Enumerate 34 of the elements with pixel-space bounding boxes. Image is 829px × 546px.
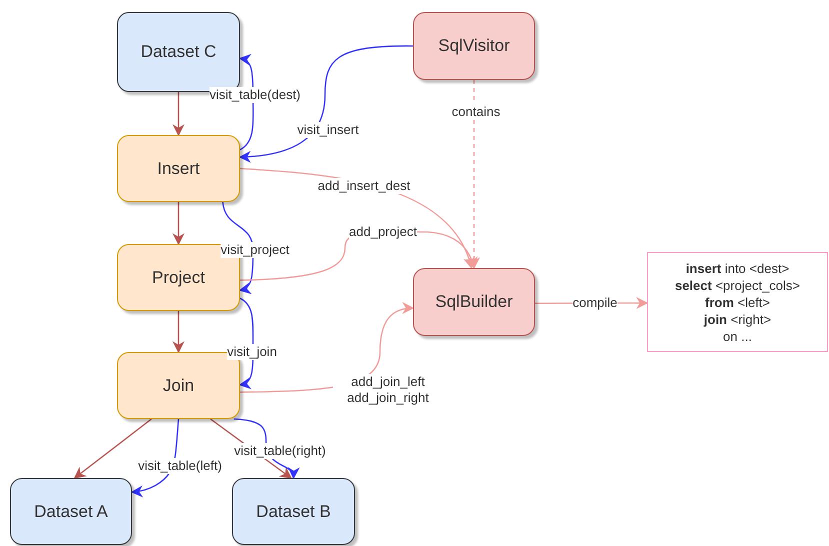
dataset-box bbox=[232, 478, 355, 545]
node-label: Dataset C bbox=[140, 41, 216, 64]
arrow bbox=[172, 92, 184, 136]
edge-label: add_project bbox=[349, 224, 417, 240]
edge-label: visit_insert bbox=[297, 122, 359, 138]
node-label: Join bbox=[162, 374, 194, 397]
arrow bbox=[172, 202, 184, 246]
query-line: from <left> bbox=[704, 294, 770, 310]
edge-label: visit_project bbox=[220, 242, 290, 258]
query-line: insert into <dest> bbox=[686, 260, 790, 276]
node-label: Dataset A bbox=[34, 500, 108, 523]
arrow bbox=[468, 80, 480, 270]
node-label: Insert bbox=[157, 158, 200, 180]
node-label: Project bbox=[152, 266, 205, 289]
query-box bbox=[647, 252, 828, 352]
class-box bbox=[413, 12, 535, 80]
operator-box bbox=[117, 135, 240, 202]
query-line: select <project_cols> bbox=[674, 276, 800, 294]
class-box bbox=[413, 268, 535, 336]
node-label: SqlVisitor bbox=[438, 35, 510, 58]
edge-label: visit_table(left) bbox=[138, 458, 222, 474]
edge-label: add_insert_dest bbox=[318, 178, 410, 194]
arrow bbox=[172, 311, 184, 354]
edge-label: compile bbox=[572, 295, 618, 311]
node-label: SqlBuilder bbox=[435, 291, 513, 314]
edge-label: visit_join bbox=[227, 344, 277, 360]
query-line: on ... bbox=[723, 328, 752, 344]
edge-label: visit_table(right) bbox=[234, 443, 326, 459]
node-label: Dataset B bbox=[256, 500, 331, 523]
edge-label: visit_table(dest) bbox=[209, 87, 301, 103]
dataset-box bbox=[10, 478, 132, 545]
arrow bbox=[238, 45, 413, 163]
query-line: join <right> bbox=[704, 310, 772, 328]
arrow bbox=[74, 418, 152, 479]
